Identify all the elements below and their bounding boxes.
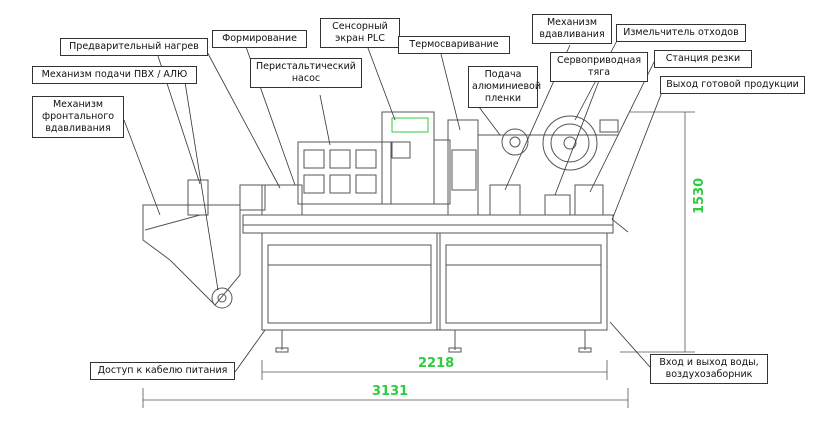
left-cabinet <box>261 232 438 331</box>
front-feed-frame <box>142 204 241 306</box>
label-servo: Сервоприводная тяга <box>550 52 648 82</box>
label-power: Доступ к кабелю питания <box>90 362 235 380</box>
pvc-reel <box>211 287 233 309</box>
label-forming: Формирование <box>212 30 307 48</box>
dimension-inner-width: 2218 <box>418 356 455 371</box>
label-preheat: Предварительный нагрев <box>60 38 208 56</box>
preheat-unit <box>261 184 303 216</box>
cutting-station <box>574 184 604 216</box>
work-table <box>242 214 614 234</box>
label-cutting: Станция резки <box>654 50 752 68</box>
servo-station <box>544 194 571 216</box>
label-pvc-feed: Механизм подачи ПВХ / АЛЮ <box>32 66 197 84</box>
pvc-roll-holder <box>187 179 209 216</box>
label-output: Выход готовой продукции <box>660 76 805 94</box>
label-waste: Измельчитель отходов <box>616 24 746 42</box>
right-cabinet <box>439 232 608 331</box>
dimension-height: 1530 <box>692 177 707 214</box>
label-heat-seal: Термосваривание <box>398 36 510 54</box>
waste-reel <box>542 115 598 171</box>
foil-reel <box>501 128 529 156</box>
plc-screen <box>391 117 429 133</box>
punch-station <box>489 184 521 216</box>
label-plc: Сенсорный экран PLC <box>320 18 400 48</box>
label-foil-feed: Подача алюминиевой пленки <box>468 66 541 108</box>
label-punch: Механизм вдавливания <box>532 14 612 44</box>
label-water: Вход и выход воды, воздухозаборник <box>650 354 768 384</box>
pump-housing <box>297 141 392 205</box>
label-pump: Перистальтический насос <box>250 58 362 88</box>
label-front-punch: Механизм фронтального вдавливания <box>32 96 124 138</box>
dimension-total-width: 3131 <box>372 384 409 399</box>
